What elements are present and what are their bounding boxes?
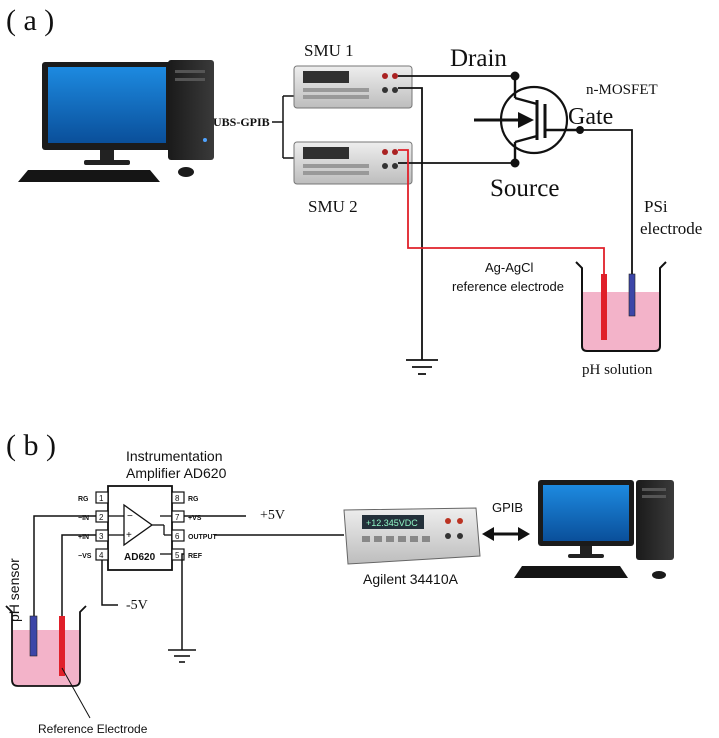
gpib-arrow	[482, 527, 530, 541]
pin-name: RG	[188, 496, 199, 503]
plus-5v-label: +5V	[260, 508, 285, 523]
pin-number: 4	[99, 551, 104, 560]
drain-label: Drain	[450, 45, 507, 72]
solution-label: pH solution	[582, 362, 653, 378]
mosfet-label: n-MOSFET	[586, 82, 658, 98]
multimeter-instrument: +12.345VDC	[343, 507, 481, 565]
multimeter-label: Agilent 34410A	[363, 571, 459, 587]
wiring-b	[33, 515, 344, 650]
bus-label-b: GPIB	[492, 500, 523, 515]
svg-text:−: −	[127, 511, 133, 522]
minus-5v-label: -5V	[126, 598, 148, 613]
gpib-bracket-a	[272, 95, 300, 159]
panel-a: ( a ) UBS-GPIB SMU 1	[6, 4, 702, 378]
multimeter-display: +12.345VDC	[366, 518, 418, 528]
amp-title-line1: Instrumentation	[126, 448, 223, 464]
amp-title-line2: Amplifier AD620	[126, 465, 227, 481]
smu2-label: SMU 2	[308, 197, 358, 216]
smu1-label: SMU 1	[304, 41, 354, 60]
ground-symbol-a	[406, 359, 438, 375]
ref-label-line1: Ag-AgCl	[485, 260, 534, 275]
pin-name: +IN	[78, 534, 89, 541]
computer-icon	[514, 480, 674, 579]
pin-name: OUTPUT	[188, 534, 218, 541]
ag-agcl-electrode	[601, 274, 607, 340]
smu1-instrument	[293, 65, 413, 109]
bus-label-a: UBS-GPIB	[213, 115, 270, 129]
reference-leader-line	[61, 667, 91, 719]
ph-sensor-electrode	[29, 615, 38, 657]
pin-number: 6	[175, 532, 180, 541]
psi-electrode	[628, 273, 636, 317]
ground-symbol-b	[168, 649, 196, 663]
gate-node	[576, 126, 584, 134]
pin-number: 7	[175, 513, 180, 522]
panel-b: ( b ) Instrumentation Amplifier AD620 1 …	[5, 429, 674, 736]
smu2-instrument	[293, 141, 413, 185]
ad620-chip: 1 2 3 4 8 7 6 5 RG −IN +IN −VS RG +VS OU…	[78, 485, 218, 571]
mosfet-symbol	[474, 76, 580, 163]
reference-electrode-rod	[59, 616, 65, 676]
beaker-b	[5, 605, 87, 687]
pin-name: REF	[188, 553, 203, 560]
panel-a-label: ( a )	[6, 4, 54, 37]
pin-number: 3	[99, 532, 104, 541]
pin-name: −IN	[78, 515, 89, 522]
gate-label: Gate	[568, 104, 613, 130]
psi-label-line1: PSi	[644, 197, 668, 216]
pin-number: 2	[99, 513, 104, 522]
pin-number: 8	[175, 494, 180, 503]
reference-electrode-label: Reference Electrode	[38, 722, 148, 736]
pin-name: +VS	[188, 515, 202, 522]
beaker-a	[575, 261, 667, 352]
pin-name: RG	[78, 496, 89, 503]
psi-label-line2: electrode	[640, 219, 702, 238]
ph-sensor-label: pH sensor	[6, 558, 22, 622]
chip-name: AD620	[124, 552, 156, 563]
svg-text:+: +	[126, 530, 132, 541]
computer-icon	[18, 60, 214, 182]
ref-label-line2: reference electrode	[452, 279, 564, 294]
source-node	[510, 158, 520, 168]
source-label: Source	[490, 175, 559, 202]
wiring-a	[398, 75, 633, 360]
panel-b-label: ( b )	[6, 429, 56, 462]
drain-node	[510, 71, 520, 81]
pin-name: −VS	[78, 553, 92, 560]
pin-number: 5	[175, 551, 180, 560]
pin-number: 1	[99, 494, 104, 503]
